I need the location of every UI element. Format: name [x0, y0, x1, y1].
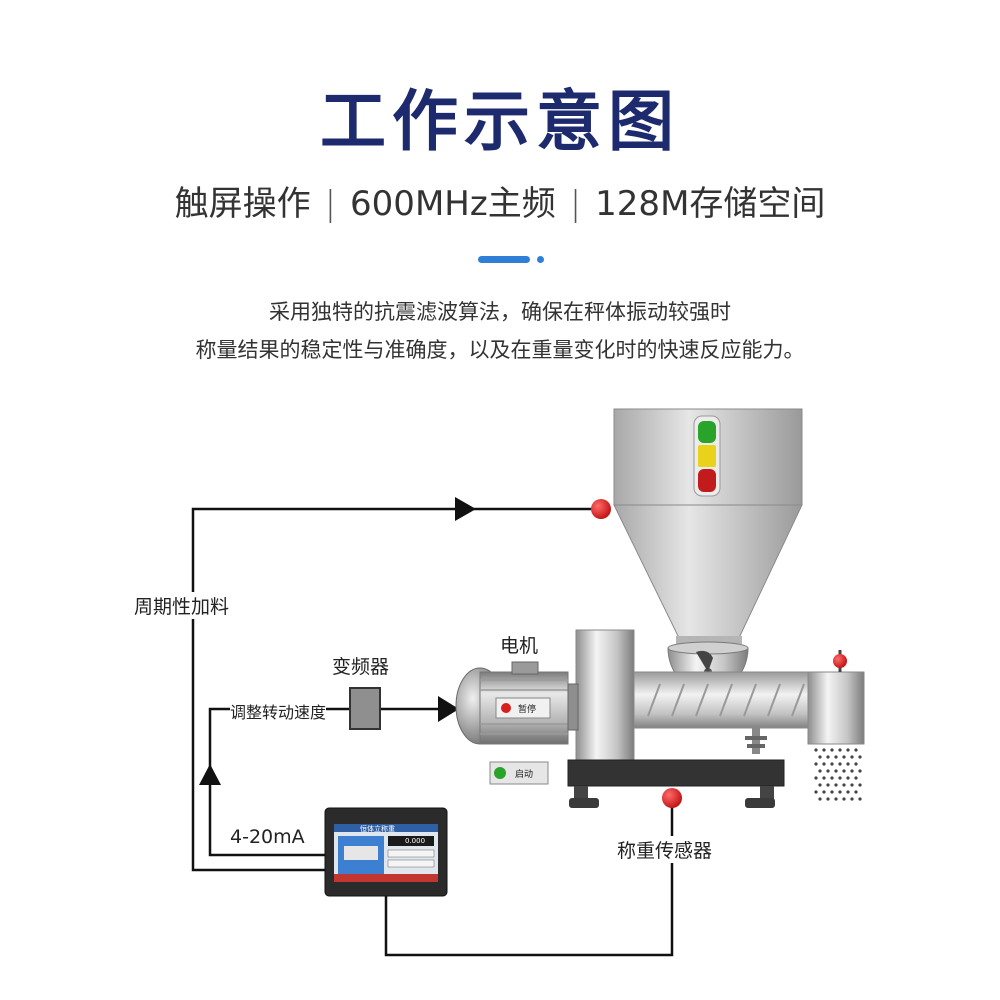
pause-button-label: 暂停	[518, 705, 537, 715]
controller-device	[324, 807, 448, 897]
controller-reading: 0.000	[405, 837, 426, 845]
controller-screen-title: 恒体立称重	[360, 825, 395, 833]
hopper-cone	[613, 504, 803, 641]
feed-point-indicator	[591, 499, 611, 519]
signal-label: 4-20mA	[230, 826, 305, 848]
adjust-speed-label: 调整转动速度	[230, 699, 327, 723]
start-button[interactable]	[489, 761, 549, 785]
load-cell-label: 称重传感器	[617, 836, 713, 863]
load-cell-indicator	[662, 788, 682, 808]
leveling-screw-icon	[745, 728, 767, 754]
feed-direction-arrow	[455, 497, 476, 521]
subtitle-frequency: 600MHz主频	[350, 184, 556, 224]
terminal-box	[511, 661, 539, 675]
subtitle-touch: 触屏操作	[174, 184, 311, 224]
pause-indicator-icon	[501, 703, 511, 713]
signal-light-green	[698, 421, 716, 443]
scale-base	[567, 759, 785, 808]
screw-conveyor	[629, 671, 821, 729]
discharge-knob-icon	[833, 654, 847, 668]
pause-button[interactable]	[495, 697, 551, 719]
signal-light-red	[698, 469, 716, 492]
discharge-head	[807, 650, 865, 745]
page-title: 工作示意图	[320, 83, 680, 160]
subtitle-separator: |	[324, 184, 337, 224]
motor	[455, 661, 579, 745]
page-subtitle: 触屏操作 | 600MHz主频 | 128M存储空间	[0, 176, 1000, 225]
speed-direction-arrow	[199, 764, 221, 785]
discharge-particles	[814, 748, 862, 801]
hopper-neck	[676, 636, 742, 644]
inverter-label: 变频器	[332, 652, 390, 679]
signal-light-yellow	[698, 445, 716, 467]
periodic-feeding-label: 周期性加料	[134, 592, 230, 619]
sensor-to-controller-line	[384, 798, 674, 957]
inverter-box	[349, 687, 381, 730]
signal-light-icon	[693, 415, 721, 497]
description-line-1: 采用独特的抗震滤波算法，确保在秤体振动较强时	[269, 300, 731, 324]
vertical-column	[575, 629, 635, 761]
subtitle-storage: 128M存储空间	[595, 184, 826, 224]
inverter-output-arrow	[438, 696, 459, 722]
motor-label: 电机	[500, 631, 539, 658]
start-button-label: 启动	[515, 770, 534, 780]
start-indicator-icon	[494, 767, 506, 779]
accent-dot	[537, 256, 544, 263]
description-line-2: 称量结果的稳定性与准确度，以及在重量变化时的快速反应能力。	[195, 338, 805, 362]
accent-bar	[478, 256, 530, 263]
feed-loop-line	[191, 507, 600, 872]
subtitle-separator: |	[569, 184, 582, 224]
